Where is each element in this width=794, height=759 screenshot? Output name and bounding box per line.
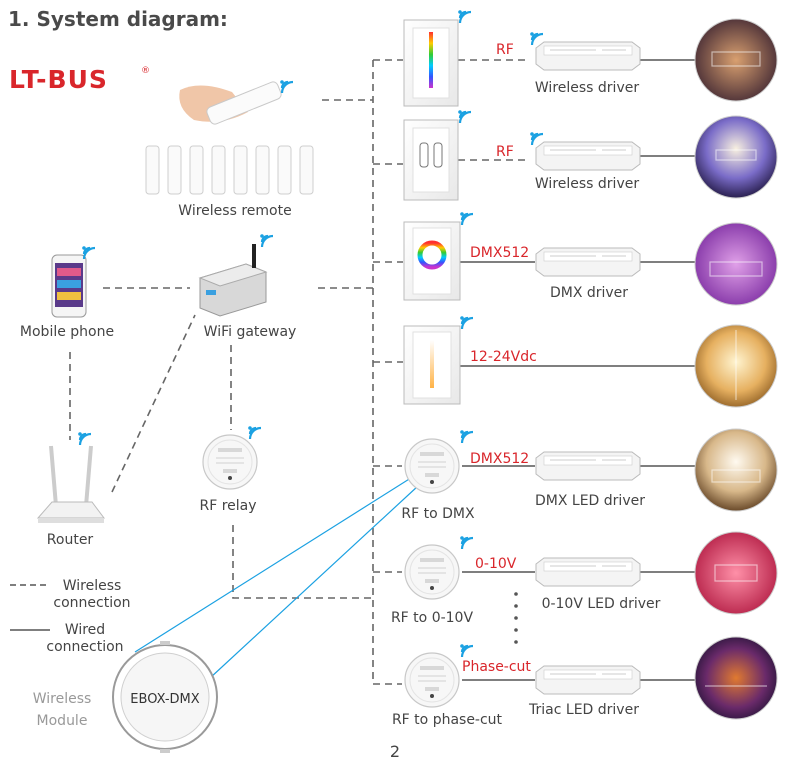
remote-row: [145, 145, 314, 195]
label-rf-relay: RF relay: [199, 498, 256, 514]
driver-2: [529, 131, 641, 171]
scene-bedroom-blue: [694, 115, 778, 199]
router-device: [36, 431, 105, 523]
wifi-gateway-device: [198, 233, 275, 317]
signal-label-1: RF: [496, 42, 514, 58]
driver-5: [535, 451, 641, 481]
panel-1-wifi-icon: [457, 9, 473, 25]
driver-6: [535, 557, 641, 587]
signal-labels: RF RF DMX512 12-24Vdc DMX512 0-10V Phase…: [462, 42, 537, 675]
logo-registered-mark: ®: [141, 66, 150, 76]
label-wifi-gateway: WiFi gateway: [204, 324, 297, 340]
driver-label-6: 0-10V LED driver: [542, 596, 661, 612]
ebox-dmx-label: EBOX-DMX: [130, 692, 199, 707]
ebox-wireless-links: [134, 475, 419, 679]
driver-label-2: Wireless driver: [535, 176, 639, 192]
rf-phase-cut-wifi-icon: [459, 643, 475, 659]
panel-4-wifi-icon: [459, 315, 475, 331]
signal-label-2: RF: [496, 144, 514, 160]
driver-1-wifi-icon: [529, 31, 545, 47]
scene-details: [705, 51, 767, 687]
label-router: Router: [47, 532, 94, 548]
signal-label-6: 0-10V: [475, 556, 517, 572]
driver-label-1: Wireless driver: [535, 80, 639, 96]
label-wireless-remote: Wireless remote: [178, 203, 291, 219]
expansion-dots: [514, 592, 518, 644]
scene-pink-room: [694, 531, 778, 615]
driver-3: [535, 247, 641, 277]
rgb-touch-panel: [403, 9, 473, 107]
signal-label-3: DMX512: [470, 245, 529, 261]
phone-wifi-icon: [81, 245, 97, 261]
panel-2-wifi-icon: [457, 109, 473, 125]
color-wheel-panel: [403, 211, 475, 301]
scene-bedroom-purple: [694, 222, 778, 306]
driver-label-5: DMX LED driver: [535, 493, 645, 509]
page-heading: 1. System diagram:: [8, 7, 228, 31]
page-number: 2: [390, 742, 400, 759]
rf-relay-device: [202, 425, 263, 490]
label-rf-to-dmx: RF to DMX: [401, 506, 475, 522]
driver-1: [529, 31, 641, 71]
driver-2-wifi-icon: [529, 131, 545, 147]
wireless-remote-hand: [179, 79, 295, 125]
signal-label-5: DMX512: [470, 451, 529, 467]
rf-to-0-10v-device: [404, 535, 475, 600]
driver-labels: Wireless driver Wireless driver DMX driv…: [528, 80, 661, 718]
dual-switch-panel: [403, 109, 473, 201]
signal-label-4: 12-24Vdc: [470, 349, 537, 365]
ebox-dmx-module: EBOX-DMX: [112, 641, 218, 753]
logo-text: LT-BUS: [9, 65, 108, 94]
panel-3-wifi-icon: [459, 211, 475, 227]
router-to-gateway: [111, 314, 196, 493]
relay-to-trunk: [232, 525, 373, 599]
scene-bar: [694, 636, 778, 720]
rf-to-dmx-device: [404, 429, 475, 494]
signal-label-7: Phase-cut: [462, 659, 531, 675]
mobile-phone-device: [51, 245, 97, 318]
rf-0-10v-wifi-icon: [459, 535, 475, 551]
driver-label-3: DMX driver: [550, 285, 628, 301]
lt-bus-logo: LT-BUS ®: [9, 65, 150, 94]
connection-lines: [69, 59, 530, 685]
rf-to-phase-cut-device: [404, 643, 475, 708]
relay-wifi-icon: [247, 425, 263, 441]
scene-home-theater: [694, 18, 778, 102]
dimmer-panel: [403, 315, 475, 405]
gateway-wifi-icon: [259, 233, 275, 249]
label-rf-to-phase-cut: RF to phase-cut: [392, 712, 503, 728]
driver-7: [535, 665, 641, 695]
rf-dmx-wifi-icon: [459, 429, 475, 445]
driver-label-7: Triac LED driver: [528, 702, 639, 718]
remote-wifi-icon: [279, 79, 295, 95]
label-mobile-phone: Mobile phone: [20, 324, 114, 340]
label-rf-to-0-10v: RF to 0-10V: [391, 610, 474, 626]
wired-lines: [460, 59, 695, 681]
router-wifi-icon: [77, 431, 93, 447]
